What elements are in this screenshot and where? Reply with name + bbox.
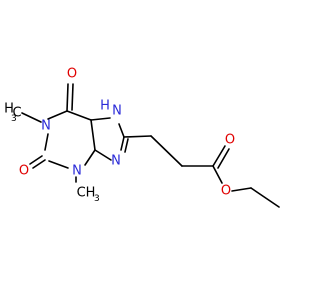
- atom-n9: N: [111, 154, 121, 169]
- bond-c6-o6-a: [66, 83, 69, 112]
- bond-c2-n3: [48, 160, 69, 169]
- atom-n7h-h: H: [100, 99, 110, 114]
- bond-n1-me1: [21, 112, 42, 123]
- bond-cc-ocarbonyl-b: [217, 148, 230, 169]
- bond-n3-c4: [84, 149, 96, 166]
- bond-cc-ocarbonyl-a: [212, 145, 226, 167]
- bond-c5-c6: [66, 110, 92, 121]
- bond-c4-c5: [90, 119, 96, 151]
- atom-me1-h: H: [4, 102, 14, 117]
- atom-me3: CH: [77, 186, 96, 201]
- atom-me1-subscript: 3: [11, 114, 17, 124]
- bond-n7-c8: [118, 123, 125, 138]
- bond-c8-n9-b: [124, 138, 129, 153]
- atom-o-carbonyl: O: [225, 133, 235, 148]
- atom-me3-subscript: 3: [94, 194, 100, 204]
- bond-n1-c2: [44, 133, 49, 151]
- atom-o6: O: [67, 67, 77, 82]
- atom-me1-c: C: [12, 106, 21, 121]
- atom-labels: O H N N H C 3 O N N CH 3 O O: [4, 67, 235, 205]
- atom-o-ester: O: [221, 184, 231, 199]
- bond-n9-c4: [94, 149, 112, 161]
- structure-diagram: O H N N H C 3 O N N CH 3 O O: [4, 67, 280, 208]
- atom-n3: N: [72, 164, 82, 179]
- bond-oester-ch2: [231, 187, 252, 192]
- bond-ch2-ch3: [250, 187, 280, 208]
- bond-c8-ca: [123, 135, 152, 138]
- bonds: [21, 83, 280, 208]
- bond-c6-o6-b: [71, 83, 74, 111]
- bond-ca-cb: [150, 135, 183, 167]
- bond-cc-oester: [212, 165, 223, 184]
- bond-c2-o2-a: [29, 155, 43, 165]
- bond-c5-n7: [90, 117, 111, 121]
- atom-n1: N: [41, 119, 51, 134]
- atom-o2: O: [19, 164, 29, 179]
- bond-c2-o2-b: [32, 159, 46, 169]
- atom-n7: N: [112, 104, 122, 119]
- bond-c6-n1: [47, 110, 68, 120]
- bond-c8-n9-a: [120, 136, 125, 151]
